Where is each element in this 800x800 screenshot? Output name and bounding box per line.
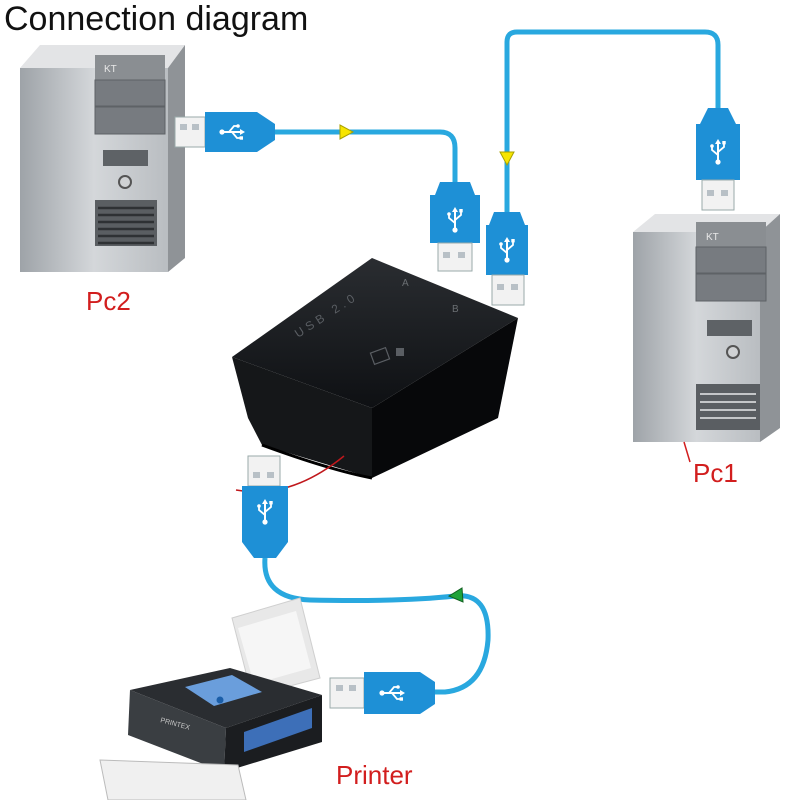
pc1-tower: KT [633,214,780,463]
arrow-icon [499,151,515,167]
port-b-label: B [452,304,459,315]
arrow-icon [339,124,355,140]
usb-plug-pc2 [174,112,275,152]
printer: PRINTEX [99,597,322,800]
usb-plug-switch-in-1 [430,182,480,272]
cable-pc2 [275,129,458,182]
pc2-tower: KT [20,45,185,272]
arrow-icon [447,587,464,603]
pc1-badge: KT [706,232,719,243]
usb-plug-switch-in-2 [486,212,528,306]
port-a-label: A [402,278,409,289]
cable-pc1 [504,29,721,212]
usb-switch-box: USB 2.0 A B [232,258,518,480]
usb-plug-switch-out [242,455,288,558]
usb-plug-pc1 [696,108,740,211]
pc2-label: Pc2 [86,286,131,316]
printer-label: Printer [336,760,413,790]
pc2-badge: KT [104,64,117,75]
page-title: Connection diagram [4,0,309,38]
usb-plug-printer [329,672,435,714]
pc1-label: Pc1 [693,458,738,488]
